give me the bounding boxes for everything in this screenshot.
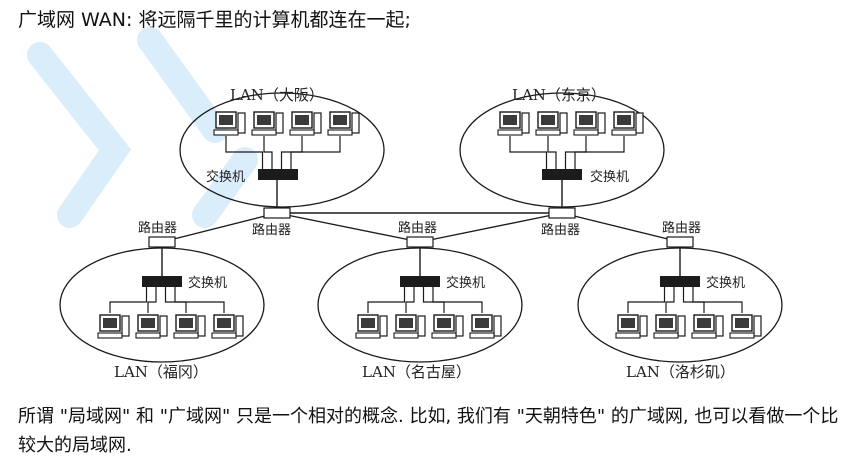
switch-label: 交换机	[188, 275, 227, 291]
computer-icon	[97, 314, 130, 339]
network-cable	[263, 136, 273, 169]
heading: 广域网 WAN: 将远隔千里的计算机都连在一起;	[18, 9, 411, 31]
lan-label: LAN（东京）	[512, 86, 606, 104]
switch-label: 交换机	[590, 169, 629, 185]
switch-label: 交换机	[206, 169, 245, 185]
router-label: 路由器	[252, 222, 291, 238]
computer-icon	[573, 111, 606, 136]
router-icon	[666, 236, 694, 248]
network-cable	[290, 136, 341, 169]
switch-label: 交换机	[446, 275, 485, 291]
switch-icon	[142, 276, 182, 287]
network-cable	[367, 287, 406, 313]
computer-icon	[355, 314, 388, 339]
watermark	[27, 27, 258, 228]
router-label: 路由器	[138, 220, 177, 236]
network-cable	[682, 287, 705, 313]
network-cable	[547, 136, 557, 169]
computers	[97, 111, 762, 339]
lan-osaka-boundary	[179, 92, 385, 208]
network-cable	[574, 136, 625, 169]
network-cable	[432, 287, 483, 313]
computer-icon	[431, 314, 464, 339]
network-cable	[692, 287, 743, 313]
computer-icon	[211, 314, 244, 339]
lan-label: LAN（福冈）	[114, 363, 208, 381]
network-cable	[174, 287, 225, 313]
router-label: 路由器	[541, 222, 580, 238]
switch-icon	[400, 276, 440, 287]
network-cable	[405, 287, 415, 313]
router-label: 路由器	[398, 220, 437, 236]
lan-label: LAN（名古屋）	[362, 363, 471, 381]
lan-label: LAN（大阪）	[230, 86, 324, 104]
wan-diagram: 路由器 路由器 路由器 路由器 路由器 交换机 交换机 交换机 交换机 交换机 …	[27, 27, 783, 381]
computer-icon	[213, 111, 246, 136]
switch-icon	[258, 169, 298, 180]
computer-icon	[173, 314, 206, 339]
network-cable	[109, 287, 148, 313]
network-cable	[665, 287, 675, 313]
wan-links	[161, 178, 681, 283]
computer-icon	[327, 111, 360, 136]
router-icon	[548, 207, 576, 219]
network-cable	[147, 287, 157, 313]
computer-icon	[469, 314, 502, 339]
router-icon	[406, 236, 434, 248]
computer-icon	[289, 111, 322, 136]
lan-label: LAN（洛杉矶）	[626, 363, 735, 381]
computer-icon	[611, 111, 644, 136]
computer-icon	[615, 314, 648, 339]
computer-icon	[251, 111, 284, 136]
network-cable	[164, 287, 187, 313]
computer-icon	[393, 314, 426, 339]
switch-label: 交换机	[706, 275, 745, 291]
computer-icon	[729, 314, 762, 339]
network-cable	[627, 287, 666, 313]
network-cable	[225, 136, 264, 169]
network-cable	[509, 136, 548, 169]
computer-icon	[535, 111, 568, 136]
switch-icon	[542, 169, 582, 180]
computer-icon	[135, 314, 168, 339]
computer-icon	[691, 314, 724, 339]
network-cable	[422, 287, 445, 313]
computer-icon	[497, 111, 530, 136]
router-icon	[263, 207, 291, 219]
explanation-paragraph: 所谓 "局域网" 和 "广域网" 只是一个相对的概念. 比如, 我们有 "天朝特…	[18, 406, 839, 456]
switch-icon	[660, 276, 700, 287]
router-icon	[148, 236, 176, 248]
computer-icon	[653, 314, 686, 339]
router-label: 路由器	[662, 220, 701, 236]
